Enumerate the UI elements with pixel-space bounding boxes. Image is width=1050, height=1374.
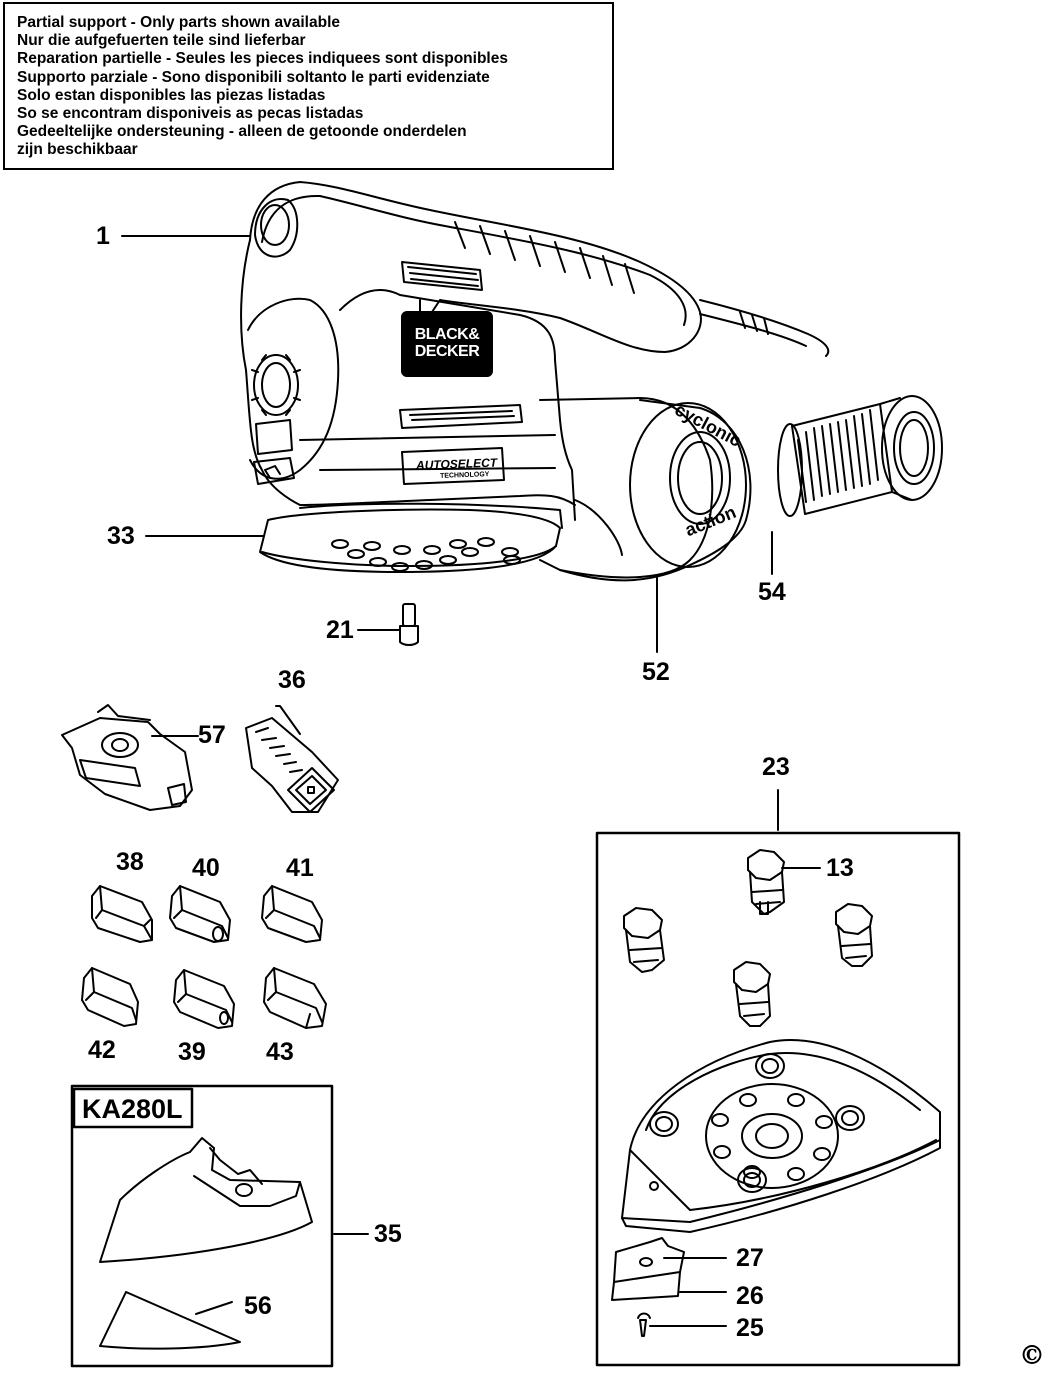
clip-41 xyxy=(261,885,323,943)
clip-43 xyxy=(263,967,327,1029)
clip-40 xyxy=(169,885,231,943)
attachment-36 xyxy=(245,717,339,813)
notice-line: zijn beschikbaar xyxy=(17,141,138,159)
clip-38 xyxy=(91,885,153,943)
screw-21 xyxy=(399,603,419,646)
brand-line-1: BLACK& xyxy=(414,326,480,343)
clip-39 xyxy=(173,969,235,1029)
filter-cartridge xyxy=(777,395,943,517)
part-label: 56 xyxy=(244,1292,272,1320)
kit-box xyxy=(70,1084,334,1368)
part-label: 38 xyxy=(116,848,144,876)
part-label: 26 xyxy=(736,1282,764,1310)
part-label: 1 xyxy=(96,222,110,250)
copyright-mark: © xyxy=(1019,1341,1045,1371)
part-label: 52 xyxy=(642,658,670,686)
notice-line: Supporto parziale - Sono disponibili sol… xyxy=(17,68,490,86)
part-label: 23 xyxy=(762,753,790,781)
sanding-pad xyxy=(259,502,563,573)
part-label: 36 xyxy=(278,666,306,694)
detail-screw-25 xyxy=(637,1312,651,1337)
sander-body xyxy=(240,181,830,521)
kit-title: KA280L xyxy=(82,1094,183,1124)
notice-line: So se encontram disponiveis as pecas lis… xyxy=(17,105,364,123)
part-label: 25 xyxy=(736,1314,764,1342)
detail-base-plate xyxy=(621,1038,941,1233)
clip-42 xyxy=(81,967,139,1027)
brand-line-2: DECKER xyxy=(414,343,480,360)
detail-bushing-c xyxy=(733,961,771,1027)
part-label: 57 xyxy=(198,721,226,749)
leader-lines xyxy=(121,235,821,1327)
detail-sanding-sheet-35 xyxy=(99,1137,313,1263)
brand-logo: BLACK& DECKER xyxy=(406,326,488,360)
notice-line: Reparation partielle - Seules les pieces… xyxy=(17,50,508,68)
feature-badge: AUTOSELECT xyxy=(415,455,498,473)
part-label: 21 xyxy=(326,616,354,644)
part-label: 27 xyxy=(736,1244,764,1272)
part-label: 42 xyxy=(88,1036,116,1064)
kit-23-box xyxy=(595,831,961,1367)
notice-line: Nur die aufgefuerten teile sind lieferba… xyxy=(17,32,306,50)
part-label: 33 xyxy=(107,522,135,550)
detail-clamp-27 xyxy=(611,1237,685,1301)
part-label: 35 xyxy=(374,1220,402,1248)
detail-bushing-a xyxy=(623,907,665,973)
part-label: 54 xyxy=(758,578,786,606)
detail-bushing-13 xyxy=(747,849,785,915)
dust-canister xyxy=(539,397,752,582)
part-label: 43 xyxy=(266,1038,294,1066)
attachment-57 xyxy=(61,704,193,811)
notice-line: Partial support - Only parts shown avail… xyxy=(17,14,340,31)
notice-line: Solo estan disponibles las piezas listad… xyxy=(17,86,326,104)
detail-sheet-56 xyxy=(99,1291,241,1350)
availability-notice: Partial support - Only parts shown avail… xyxy=(3,2,614,170)
part-label: 40 xyxy=(192,854,220,882)
kit-title-box xyxy=(72,1087,194,1129)
part-label: 39 xyxy=(178,1038,206,1066)
part-label: 13 xyxy=(826,854,854,882)
detail-bushing-b xyxy=(835,903,873,967)
part-label: 41 xyxy=(286,854,314,882)
notice-line: Gedeeltelijke ondersteuning - alleen de … xyxy=(17,123,467,141)
